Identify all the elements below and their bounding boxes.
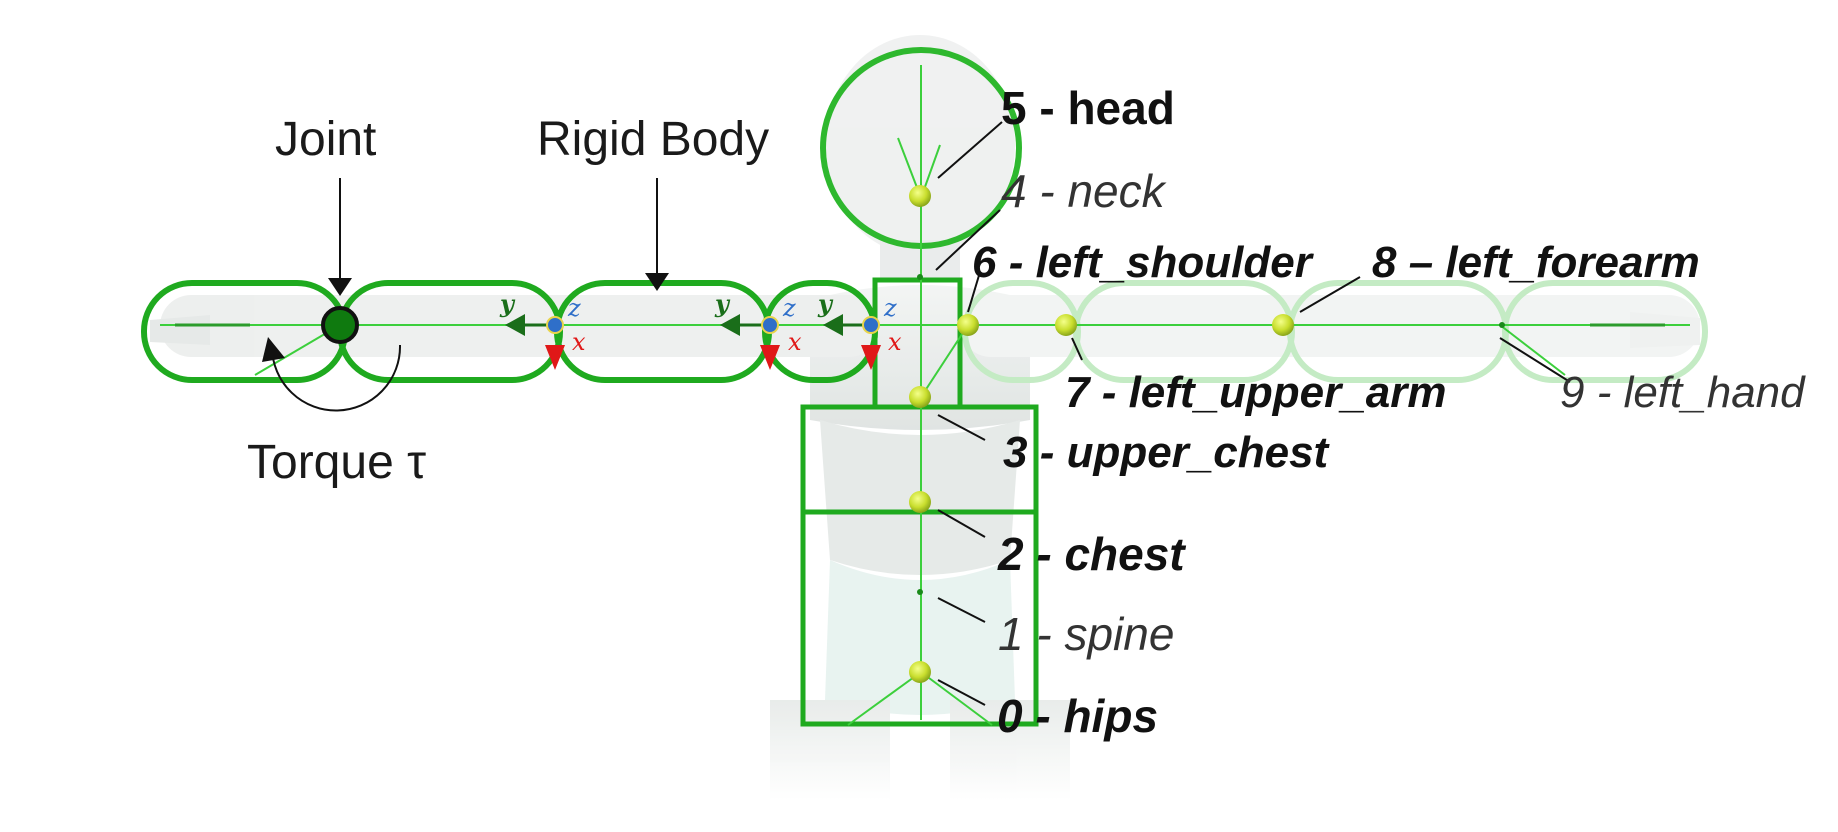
node-left-forearm [1272,314,1294,336]
rigid-body-pointer-head [645,273,669,291]
shoulder-bone [920,324,969,398]
label-neck: 4 - neck [1001,165,1167,217]
left-leg-silhouette [950,700,1070,800]
axis-x-arrow-2 [760,345,780,370]
node-upper-chest [909,386,931,408]
leader-left-forearm [1299,276,1361,313]
axis-y-arrow-1 [505,314,525,336]
torque-arc [271,344,402,412]
character-silhouette [150,35,1700,800]
axis-y-arrow-2 [720,314,740,336]
leader-head [937,121,1003,179]
axis-x-label-3: x [888,328,902,356]
right-leg-silhouette [770,700,890,800]
torque-annotation: Torque τ [247,436,426,489]
label-left-hand: 9 - left_hand [1560,368,1806,417]
label-left-shoulder: 6 - left_shoulder [972,238,1315,287]
body-part-labels: 5 - head 4 - neck 6 - left_shoulder 8 – … [972,82,1806,742]
leader-hips [937,679,986,706]
rigid-body-annotation: Rigid Body [537,113,769,166]
hip-bone-left [920,671,993,726]
node-neck [917,274,923,280]
capsule-left-hand [1502,280,1708,383]
axis-y-label-1: y [499,289,516,318]
leader-lines [935,121,1571,706]
left-hand-silhouette [1630,312,1700,348]
leader-left-hand [1499,337,1571,383]
node-hips [909,661,931,683]
joint-pointer-head [328,278,352,296]
axis-y-label-2: y [714,289,731,318]
axis-frame-2 [720,314,780,370]
label-hips: 0 - hips [997,690,1158,742]
label-upper-chest: 3 - upper_chest [1003,428,1331,477]
joint-annotation: Joint [275,113,376,166]
label-spine: 1 - spine [998,608,1174,660]
joint-marker [321,306,359,344]
axis-z-dot-1 [546,316,564,334]
label-left-forearm: 8 – left_forearm [1372,238,1700,287]
axis-y-label-3: y [817,289,834,318]
node-left-upper-arm [1055,314,1077,336]
axis-z-dot-3 [862,316,880,334]
label-left-upper-arm: 7 - left_upper_arm [1065,368,1446,417]
node-spine [917,589,923,595]
axis-x-arrow-1 [545,345,565,370]
leader-upper-chest [937,414,986,441]
axis-frames [505,314,881,370]
node-chest [909,491,931,513]
label-chest: 2 - chest [997,528,1186,580]
leader-left-shoulder [967,271,981,313]
node-head [909,185,931,207]
axis-z-label-2: z [782,294,796,322]
leader-neck [935,209,1001,271]
leader-spine [937,597,986,623]
axis-frame-3 [823,314,881,370]
node-left-shoulder [957,314,979,336]
torque-arrowhead [262,337,285,362]
axis-z-label-3: z [883,294,897,322]
joint-nodes [909,185,1505,683]
label-head: 5 - head [1001,82,1175,134]
leader-chest [937,509,986,538]
axis-z-dot-2 [761,316,779,334]
leader-left-upper-arm [1071,337,1083,361]
axis-labels: y z x y z x y z x [499,289,902,356]
axis-y-arrow-3 [823,314,843,336]
axis-frame-1 [505,314,565,370]
hip-bone-right [847,671,922,726]
axis-x-arrow-3 [861,345,881,370]
node-left-hand [1499,322,1505,328]
axis-x-label-1: x [572,328,586,356]
right-hand-silhouette [150,315,210,345]
thumb-bone-left [1499,324,1566,376]
axis-z-label-1: z [567,294,581,322]
axis-x-label-2: x [788,328,802,356]
